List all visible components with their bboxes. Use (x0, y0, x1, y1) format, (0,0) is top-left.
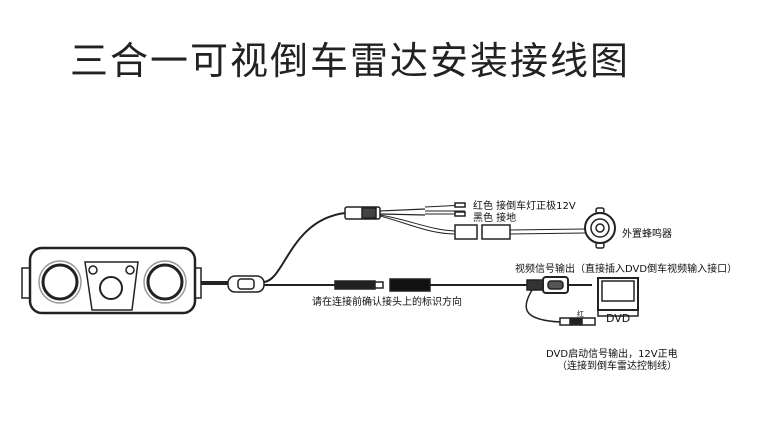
video-connector-female (389, 278, 431, 292)
dvd-monitor-icon (597, 277, 639, 317)
red-tag-label: 红 (577, 310, 584, 318)
page-title: 三合一可视倒车雷达安装接线图 (70, 39, 631, 83)
connector-note: 请在连接前确认接头上的标识方向 (312, 297, 462, 308)
dvd-trigger-note: （连接到倒车雷达控制线） (557, 361, 677, 372)
dvd-label: DVD (606, 312, 631, 325)
red-wire-label: 红色 接倒车灯正极12V (473, 201, 576, 212)
buzzer-connector-female (454, 224, 478, 240)
buzzer-label: 外置蜂鸣器 (622, 229, 672, 240)
camera-sensor-unit (21, 246, 202, 315)
dvd-trigger-label: DVD启动信号输出，12V正电 (546, 349, 678, 360)
black-wire-label: 黑色 接地 (473, 213, 517, 224)
video-out-label: 视频信号输出（直接插入DVD倒车视频输入接口） (515, 264, 738, 275)
rca-plug (526, 276, 592, 294)
video-connector-male (334, 280, 376, 290)
buzzer-connector-male (481, 224, 511, 240)
buzzer-icon (584, 207, 616, 249)
